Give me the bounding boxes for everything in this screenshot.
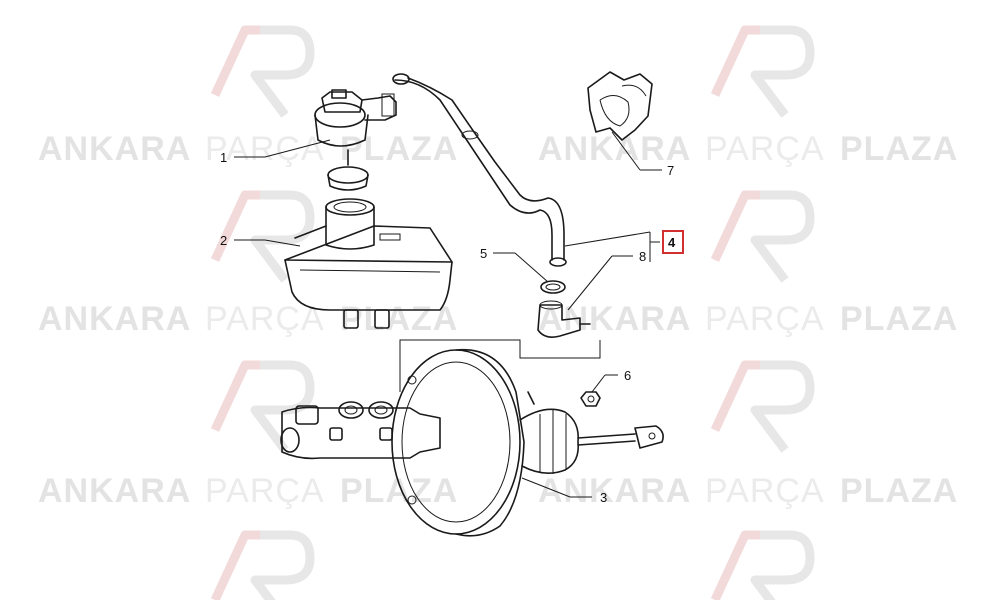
watermark-word-plaza: PLAZA [840,300,958,338]
watermark-word-parca: PARÇA [705,472,825,510]
watermark-logo [210,190,315,283]
leader-lines [234,131,662,498]
callouts: 1 2 3 4 5 6 7 8 [220,150,684,505]
callout-8: 8 [639,249,646,264]
watermark-word-ankara: ANKARA [538,472,691,510]
callout-7: 7 [667,163,674,178]
callout-4: 4 [668,235,676,250]
watermark-word-parca: PARÇA [205,300,325,338]
watermark-word-parca: PARÇA [705,130,825,168]
watermark-word-parca: PARÇA [205,472,325,510]
watermark-word-plaza: PLAZA [840,130,958,168]
watermark-logo [710,360,815,453]
part-nut [580,391,601,407]
watermark-line: ANKARA PARÇA PLAZA ANKARA PARÇA PLAZA [38,130,958,168]
watermark-word-plaza: PLAZA [840,472,958,510]
part-brake-booster [280,339,664,537]
watermark-word-ankara: ANKARA [38,130,191,168]
watermark-word-ankara: ANKARA [538,300,691,338]
callout-5: 5 [480,246,487,261]
watermark-line: ANKARA PARÇA PLAZA ANKARA PARÇA PLAZA [38,472,958,510]
callout-4-highlight-box [662,230,684,254]
callout-2: 2 [220,233,227,248]
watermark-word-plaza: PLAZA [340,130,458,168]
watermark-logo [710,190,815,283]
watermark-word-plaza: PLAZA [340,472,458,510]
watermark-word-ankara: ANKARA [38,472,191,510]
watermark-logo [710,530,815,600]
part-bracket [587,71,653,141]
part-elbow-fitting [537,300,591,338]
watermark-line: ANKARA PARÇA PLAZA ANKARA PARÇA PLAZA [38,300,958,338]
watermark-word-parca: PARÇA [705,300,825,338]
watermark-logo [210,25,315,118]
callout-1: 1 [220,150,227,165]
part-reservoir [284,198,453,329]
watermark-logos [210,25,815,600]
callout-6: 6 [624,368,631,383]
watermark-word-ankara: ANKARA [538,130,691,168]
watermark-logo [710,25,815,118]
part-hose [392,73,567,267]
watermark-texts: ANKARA PARÇA PLAZA ANKARA PARÇA PLAZA AN… [38,130,958,510]
watermark-word-plaza: PLAZA [340,300,458,338]
part-reservoir-cap [314,89,397,191]
watermark-word-ankara: ANKARA [38,300,191,338]
part-clamp [540,280,566,294]
callout-3: 3 [600,490,607,505]
watermark-logo [210,530,315,600]
watermark-word-parca: PARÇA [205,130,325,168]
